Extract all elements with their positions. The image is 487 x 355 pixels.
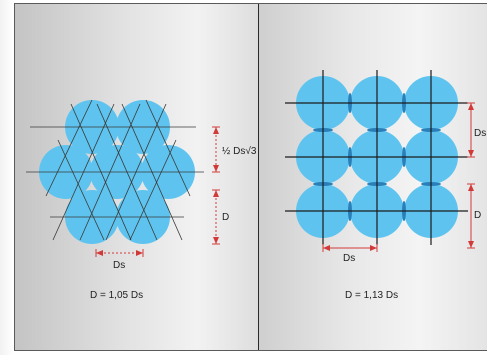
square-formula: D = 1,13 Ds [345, 290, 398, 301]
square-ds-bottom-dimension [322, 244, 378, 252]
square-pattern [285, 70, 468, 245]
hex-grid-lines [26, 99, 204, 241]
hex-ds-label: Ds [113, 260, 125, 271]
hex-ds-dimension [95, 249, 144, 257]
panel-divider [258, 4, 259, 350]
square-ds-side-dimension [467, 102, 475, 158]
hex-diameter-dimension [212, 189, 220, 245]
left-edge-fade [0, 0, 14, 355]
hex-formula: D = 1,05 Ds [90, 290, 143, 301]
hexagonal-pattern [26, 99, 204, 244]
hex-spacing-label: ½ Ds√3 [222, 145, 257, 157]
hex-diameter-label: D [222, 212, 229, 223]
square-diameter-label: D [474, 210, 481, 221]
square-ds-side-label: Ds [474, 128, 486, 139]
square-ds-bottom-label: Ds [343, 253, 355, 264]
square-diameter-dimension [467, 183, 475, 249]
square-grid-lines [285, 70, 468, 245]
hex-spacing-dimension [212, 126, 220, 173]
